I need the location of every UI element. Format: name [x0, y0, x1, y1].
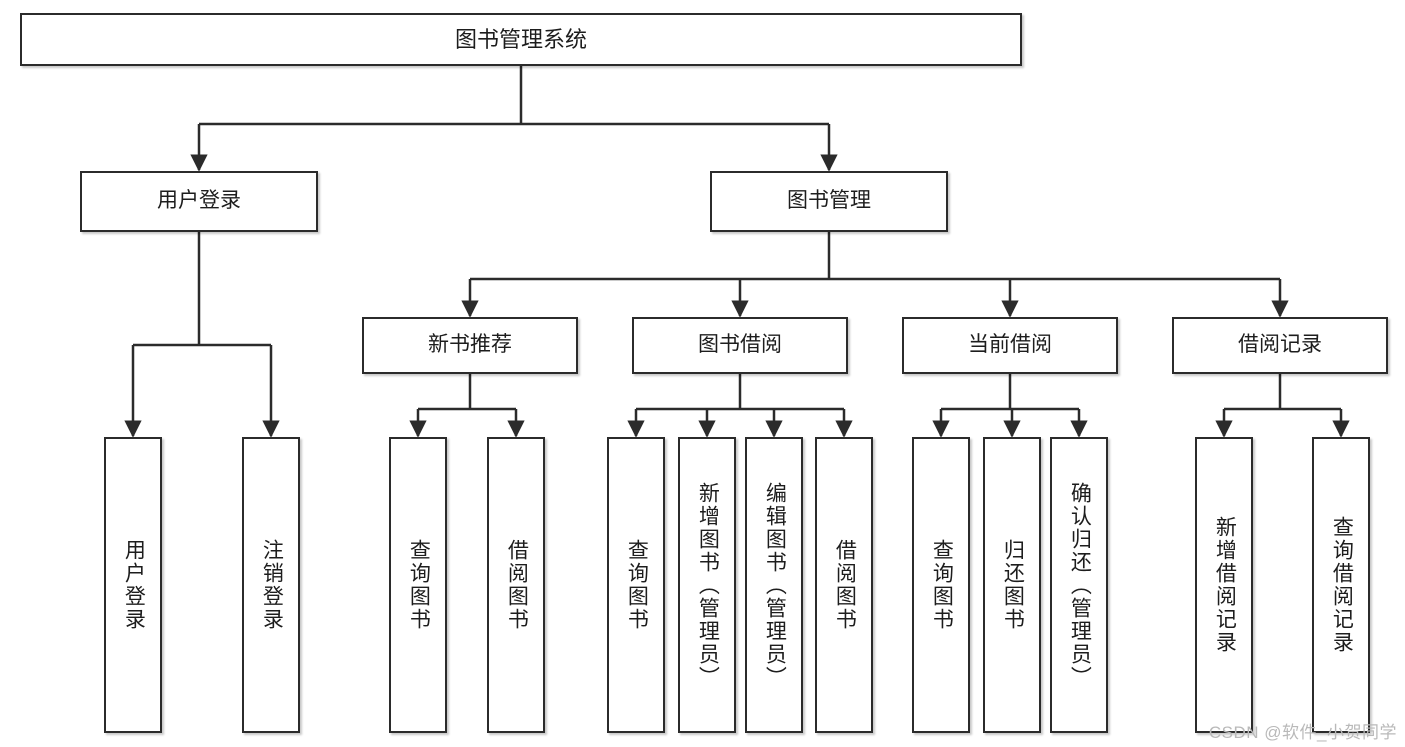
node-leaf-query-record[interactable]: 查询借阅记录 — [1312, 437, 1370, 733]
node-leaf-query-book-rec[interactable]: 查询图书 — [389, 437, 447, 733]
node-label-root: 图书管理系统 — [454, 26, 587, 52]
node-label-new-book-recommend: 新书推荐 — [428, 333, 512, 357]
watermark-text: CSDN @软件_小贺同学 — [1208, 723, 1397, 742]
node-leaf-return-book[interactable]: 归还图书 — [983, 437, 1041, 733]
node-leaf-add-record[interactable]: 新增借阅记录 — [1195, 437, 1253, 733]
node-leaf-logout[interactable]: 注销登录 — [242, 437, 300, 733]
node-label-leaf-user-login: 用户登录 — [122, 539, 146, 631]
node-label-leaf-query-book-rec: 查询图书 — [407, 539, 431, 631]
node-label-leaf-confirm-return: 确认归还（管理员） — [1068, 481, 1092, 689]
node-leaf-confirm-return[interactable]: 确认归还（管理员） — [1050, 437, 1108, 733]
node-new-book-recommend[interactable]: 新书推荐 — [362, 317, 578, 374]
node-user-login[interactable]: 用户登录 — [80, 171, 318, 232]
node-leaf-borrow-book[interactable]: 借阅图书 — [815, 437, 873, 733]
node-borrow-records[interactable]: 借阅记录 — [1172, 317, 1388, 374]
node-label-book-borrow: 图书借阅 — [698, 333, 782, 357]
node-label-leaf-logout: 注销登录 — [260, 539, 284, 631]
node-label-user-login: 用户登录 — [157, 189, 241, 213]
node-label-leaf-query-record: 查询借阅记录 — [1330, 516, 1354, 654]
node-label-book-management: 图书管理 — [787, 189, 871, 213]
node-label-leaf-return-book: 归还图书 — [1001, 539, 1025, 631]
node-label-leaf-add-book: 新增图书（管理员） — [696, 481, 720, 689]
node-label-leaf-add-record: 新增借阅记录 — [1213, 516, 1237, 654]
node-leaf-user-login[interactable]: 用户登录 — [104, 437, 162, 733]
node-label-leaf-query-book-cur: 查询图书 — [930, 539, 954, 631]
node-leaf-query-book-cur[interactable]: 查询图书 — [912, 437, 970, 733]
node-leaf-add-book[interactable]: 新增图书（管理员） — [678, 437, 736, 733]
node-label-current-borrow: 当前借阅 — [968, 333, 1052, 357]
node-book-management[interactable]: 图书管理 — [710, 171, 948, 232]
node-label-leaf-borrow-book: 借阅图书 — [833, 539, 857, 631]
node-label-borrow-records: 借阅记录 — [1238, 333, 1322, 357]
node-current-borrow[interactable]: 当前借阅 — [902, 317, 1118, 374]
node-leaf-query-book-borrow[interactable]: 查询图书 — [607, 437, 665, 733]
node-root[interactable]: 图书管理系统 — [20, 13, 1022, 66]
node-label-leaf-edit-book: 编辑图书（管理员） — [763, 481, 787, 689]
node-label-leaf-borrow-book-rec: 借阅图书 — [505, 539, 529, 631]
node-leaf-edit-book[interactable]: 编辑图书（管理员） — [745, 437, 803, 733]
node-label-leaf-query-book-borrow: 查询图书 — [625, 539, 649, 631]
node-leaf-borrow-book-rec[interactable]: 借阅图书 — [487, 437, 545, 733]
node-book-borrow[interactable]: 图书借阅 — [632, 317, 848, 374]
